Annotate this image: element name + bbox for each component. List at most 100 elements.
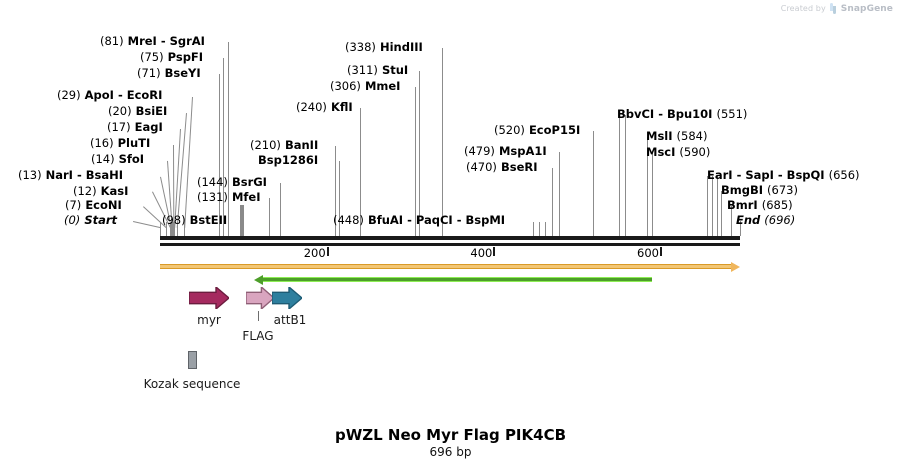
enzyme-label-mrei-sgrai[interactable]: (81) MreI - SgrAI	[100, 35, 205, 47]
enzyme-label-kfli[interactable]: (240) KflI	[296, 101, 353, 113]
snapgene-logo-icon	[829, 3, 837, 14]
enzyme-name: Bsp1286I	[258, 153, 319, 167]
feature-arrow-attb1[interactable]	[271, 285, 304, 311]
enzyme-label-bsrgi[interactable]: (144) BsrGI	[197, 176, 267, 188]
enzyme-label-msci[interactable]: MscI (590)	[646, 146, 710, 158]
enzyme-name: BmrI	[727, 198, 758, 212]
enzyme-label-sfoi[interactable]: (14) SfoI	[91, 153, 144, 165]
transcript-arrow-shaft[interactable]	[263, 277, 652, 282]
enzyme-name: EagI	[134, 120, 163, 134]
enzyme-site-tick	[539, 222, 541, 236]
enzyme-label-mspa1i[interactable]: (479) MspA1I	[464, 145, 547, 157]
enzyme-label-banii[interactable]: (210) BanII	[250, 139, 318, 151]
enzyme-name: BstEII	[189, 213, 228, 227]
enzyme-label-bsp1286i[interactable]: Bsp1286I	[258, 154, 318, 166]
enzyme-label-start[interactable]: (0) Start	[64, 214, 117, 226]
enzyme-name: Start	[84, 213, 118, 227]
enzyme-label-bseyi[interactable]: (71) BseYI	[137, 67, 201, 79]
enzyme-name: BsrGI	[231, 175, 267, 189]
enzyme-site-tick	[716, 176, 718, 236]
enzyme-position: (29)	[57, 88, 81, 102]
enzyme-leader-stub	[720, 194, 722, 236]
enzyme-label-econi[interactable]: (7) EcoNI	[65, 199, 122, 211]
enzyme-site-tick	[170, 222, 172, 236]
enzyme-position: (98)	[162, 213, 186, 227]
enzyme-site-tick	[335, 146, 336, 236]
enzyme-site-tick	[170, 222, 171, 236]
enzyme-site-tick	[415, 87, 416, 236]
enzyme-site-tick	[176, 222, 178, 236]
enzyme-name: MreI - SgrAI	[127, 34, 205, 48]
enzyme-label-mmei[interactable]: (306) MmeI	[330, 80, 400, 92]
enzyme-name: NarI - BsaHI	[45, 168, 124, 182]
enzyme-site-tick	[227, 42, 229, 236]
enzyme-label-eari-sapi-bspqi[interactable]: EarI - SapI - BspQI (656)	[707, 169, 860, 181]
enzyme-leader-stub	[730, 209, 732, 236]
enzyme-site-tick	[593, 131, 595, 236]
enzyme-position: (520)	[494, 123, 525, 137]
ruler-tick-label: 200	[303, 246, 326, 260]
ruler-tick	[326, 247, 329, 256]
enzyme-position: (131)	[197, 190, 228, 204]
feature-connector-flag	[258, 311, 259, 321]
enzyme-label-mfei[interactable]: (131) MfeI	[197, 191, 260, 203]
enzyme-label-hindiii[interactable]: (338) HindIII	[345, 41, 423, 53]
enzyme-label-nari-bsahi[interactable]: (13) NarI - BsaHI	[18, 169, 123, 181]
enzyme-name: MspA1I	[498, 144, 547, 158]
enzyme-site-tick	[184, 222, 186, 236]
enzyme-position: (311)	[347, 63, 378, 77]
enzyme-name: BmgBI	[721, 183, 764, 197]
enzyme-label-bseri[interactable]: (470) BseRI	[466, 161, 538, 173]
enzyme-label-bfuai-paqci-bspmi[interactable]: (448) BfuAI - PaqCI - BspMI	[333, 214, 505, 226]
enzyme-position: (240)	[296, 100, 327, 114]
enzyme-label-apoi-ecori[interactable]: (29) ApoI - EcoRI	[57, 89, 162, 101]
enzyme-position: (13)	[18, 168, 42, 182]
enzyme-label-bsiei[interactable]: (20) BsiEI	[108, 105, 167, 117]
enzyme-label-kasi[interactable]: (12) KasI	[73, 185, 128, 197]
orf-arrow-shaft[interactable]	[160, 264, 731, 269]
enzyme-leader-stub	[646, 140, 648, 236]
enzyme-site-tick	[360, 108, 361, 236]
enzyme-label-stui[interactable]: (311) StuI	[347, 64, 408, 76]
enzyme-label-bstell[interactable]: (98) BstEII	[162, 214, 227, 226]
enzyme-site-tick	[269, 198, 271, 236]
enzyme-position: (20)	[108, 104, 132, 118]
enzyme-position: (479)	[464, 144, 495, 158]
enzyme-label-pluti[interactable]: (16) PluTI	[90, 137, 150, 149]
enzyme-position: (590)	[679, 145, 711, 159]
enzyme-label-ecop15i[interactable]: (520) EcoP15I	[494, 124, 580, 136]
enzyme-site-tick	[533, 222, 535, 236]
feature-arrow-myr[interactable]	[188, 285, 231, 311]
enzyme-label-eagi[interactable]: (17) EagI	[107, 121, 163, 133]
feature-arrow-flag[interactable]	[245, 285, 276, 311]
kozak-sequence-marker[interactable]	[188, 351, 197, 369]
enzyme-label-bmri[interactable]: BmrI (685)	[727, 199, 793, 211]
enzyme-site-tick	[280, 183, 281, 236]
enzyme-position: (210)	[250, 138, 281, 152]
sequence-backbone-upper	[160, 236, 740, 240]
enzyme-name: PspFI	[167, 50, 204, 64]
watermark-prefix: Created by	[780, 4, 826, 13]
enzyme-label-pspfi[interactable]: (75) PspFI	[140, 51, 203, 63]
enzyme-label-end[interactable]: End (696)	[736, 214, 795, 226]
enzyme-site-tick	[559, 152, 561, 236]
page-title: pWZL Neo Myr Flag PIK4CB	[334, 426, 567, 444]
enzyme-position: (685)	[761, 198, 793, 212]
enzyme-label-msli[interactable]: MslI (584)	[646, 130, 707, 142]
enzyme-label-bbvci-bpu10i[interactable]: BbvCI - Bpu10I (551)	[617, 108, 747, 120]
enzyme-site-tick	[441, 48, 443, 236]
enzyme-position: (338)	[345, 40, 376, 54]
enzyme-name: MscI	[646, 145, 676, 159]
enzyme-label-bmgbi[interactable]: BmgBI (673)	[721, 184, 798, 196]
enzyme-name: MmeI	[364, 79, 401, 93]
sequence-backbone-lower	[160, 243, 740, 246]
feature-label-myr: myr	[197, 313, 221, 327]
enzyme-position: (14)	[91, 152, 115, 166]
enzyme-name: KflI	[330, 100, 353, 114]
enzyme-leader-stub	[706, 179, 708, 236]
enzyme-position: (448)	[333, 213, 364, 227]
enzyme-site-tick	[625, 115, 626, 236]
enzyme-position: (75)	[140, 50, 164, 64]
enzyme-leader-stub	[740, 224, 741, 236]
